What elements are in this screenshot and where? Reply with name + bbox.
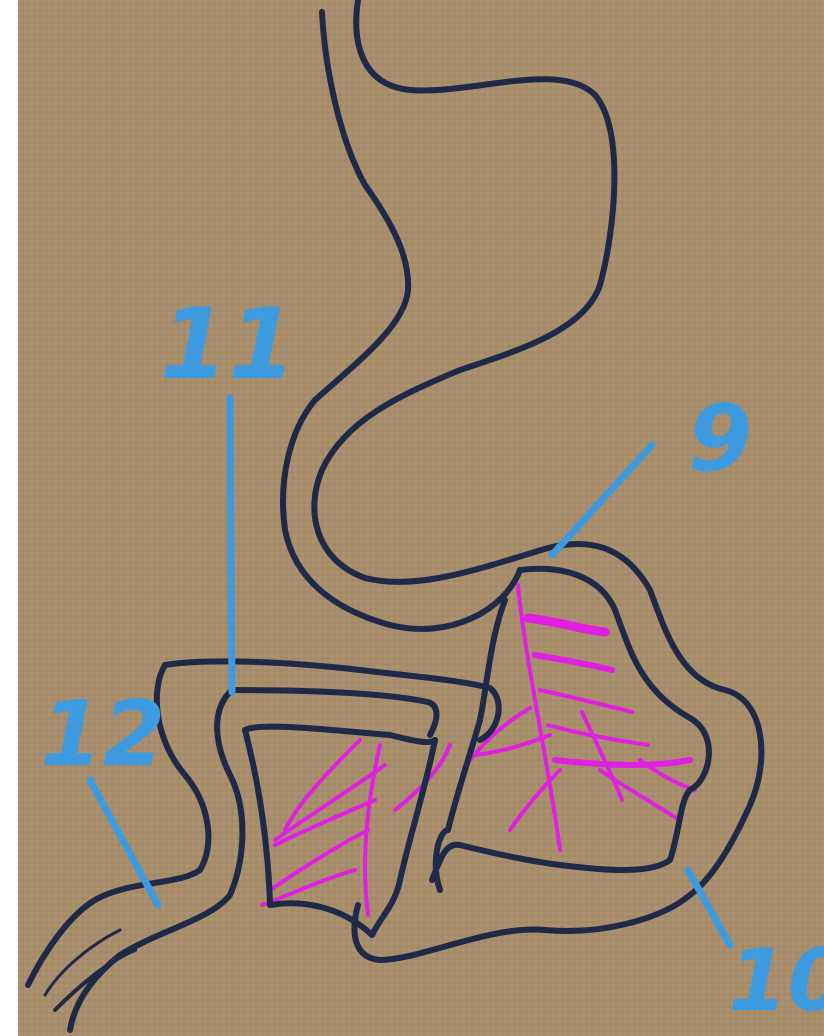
left-margin: [0, 0, 18, 1036]
label-11: 11: [160, 288, 296, 402]
pointer-line-11: [230, 398, 232, 692]
label-9: 9: [688, 385, 752, 492]
label-12: 12: [40, 682, 165, 787]
label-10: 10: [728, 931, 824, 1031]
